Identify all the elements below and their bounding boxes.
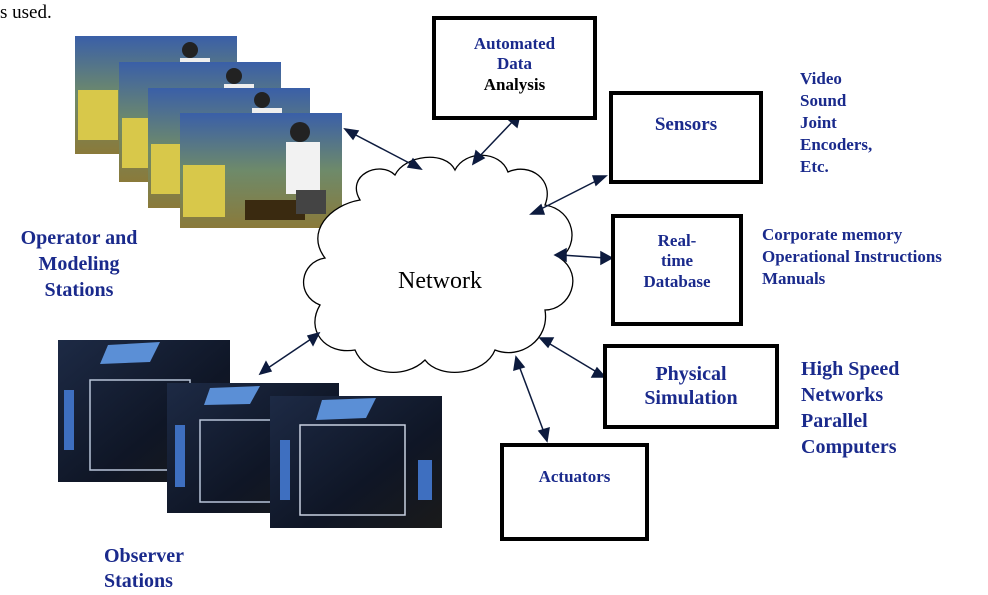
observer-line-1: Observer	[104, 545, 184, 567]
database-detail-3: Manuals	[762, 269, 826, 289]
database-line-1: Real-	[657, 231, 697, 250]
sensors-detail-4: Encoders,	[800, 135, 873, 155]
header-fragment: s used.	[0, 2, 52, 23]
physical-detail-4: Computers	[801, 436, 897, 458]
actuators-box: Actuators	[500, 443, 649, 541]
sensors-detail-3: Joint	[800, 113, 837, 133]
operator-line-1: Operator and	[20, 227, 138, 249]
network-cloud	[303, 154, 574, 373]
sensors-details: Video Sound Joint Encoders, Etc.	[800, 68, 872, 178]
automated-data-analysis-box: Automated Data Analysis	[432, 16, 597, 120]
observer-stations-label: Observer Stations	[104, 544, 184, 594]
database-line-3: Database	[643, 271, 711, 291]
physical-detail-3: Parallel	[801, 410, 868, 432]
database-line-2: time	[660, 251, 694, 271]
automated-line-2: Data	[497, 54, 532, 74]
physical-detail-2: Networks	[801, 384, 884, 406]
physical-details: High Speed Networks Parallel Computers	[801, 356, 899, 460]
network-label: Network	[398, 268, 482, 294]
sensors-detail-1: Video	[800, 69, 842, 88]
sensors-box: Sensors	[609, 91, 763, 184]
actuators-label: Actuators	[538, 467, 611, 486]
automated-line-1: Automated	[473, 34, 556, 53]
physical-detail-1: High Speed	[801, 358, 900, 380]
physical-line-2: Simulation	[644, 387, 738, 409]
sensors-detail-2: Sound	[800, 91, 847, 111]
arrows	[258, 112, 614, 443]
database-details: Corporate memory Operational Instruction…	[762, 224, 942, 290]
physical-simulation-box: Physical Simulation	[603, 344, 779, 429]
automated-line-3: Analysis	[483, 74, 546, 94]
database-box: Real- time Database	[611, 214, 743, 326]
database-detail-2: Operational Instructions	[762, 247, 942, 267]
observer-image-3	[270, 396, 442, 528]
observer-line-2: Stations	[104, 570, 173, 592]
operator-image-4	[180, 113, 342, 228]
operator-stations-label: Operator and Modeling Stations	[4, 225, 154, 303]
sensors-detail-5: Etc.	[800, 157, 829, 177]
operator-line-2: Modeling	[38, 253, 120, 275]
operator-line-3: Stations	[44, 279, 114, 301]
sensors-label: Sensors	[654, 114, 718, 135]
database-detail-1: Corporate memory	[762, 225, 903, 244]
physical-line-1: Physical	[655, 363, 727, 385]
